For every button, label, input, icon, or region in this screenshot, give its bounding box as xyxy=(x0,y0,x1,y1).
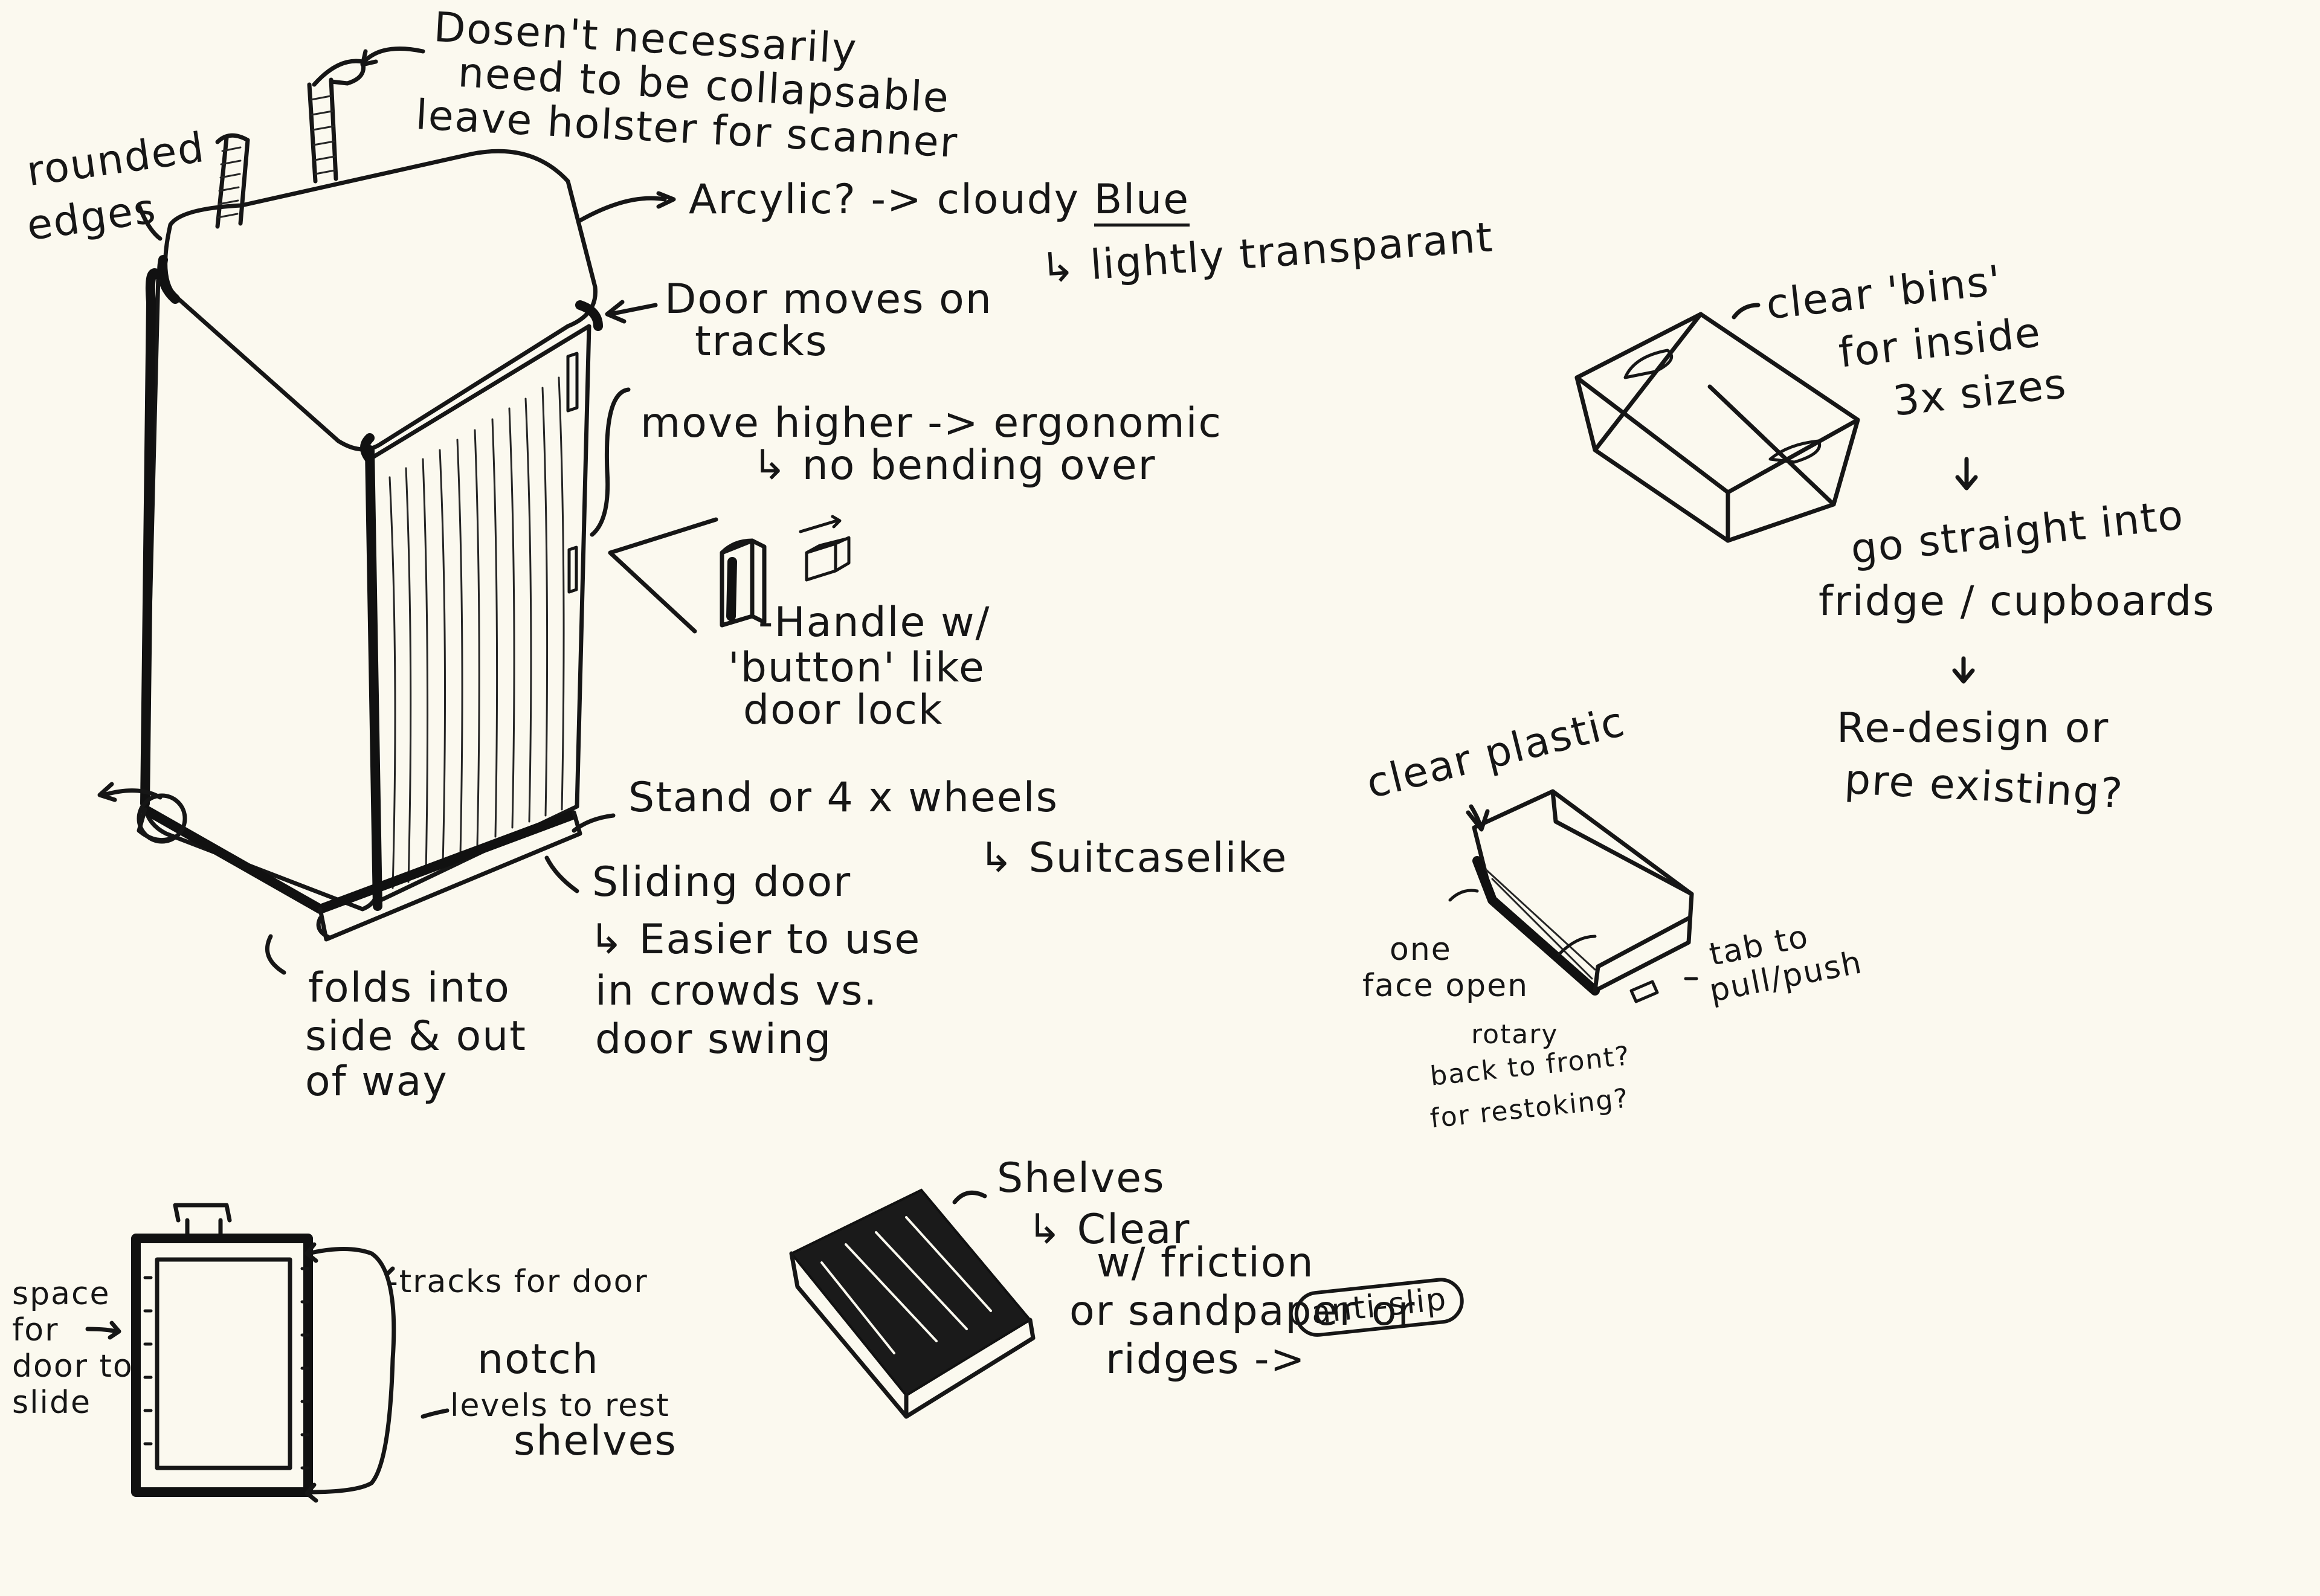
handle-height-2: ↳ no bending over xyxy=(752,442,1156,489)
tray-label-6: rotary xyxy=(1471,1019,1559,1050)
handle-lock-1: -Handle w/ xyxy=(758,599,991,646)
folds-arrow xyxy=(265,934,286,975)
shelf-sketch xyxy=(789,1188,1036,1419)
front-label-2: notch xyxy=(477,1336,599,1383)
handle-note-arrow xyxy=(360,47,425,67)
tray-label-2: one xyxy=(1390,932,1452,968)
tracks-arrow xyxy=(605,300,658,324)
rounded-arrow xyxy=(137,203,163,241)
sliding-label-4: door swing xyxy=(595,1015,833,1063)
handle-bracket xyxy=(590,387,631,537)
wheels-label-2: ↳ Suitcaselike xyxy=(979,834,1288,882)
space-label-2: for xyxy=(12,1312,59,1348)
material-blue: Blue xyxy=(1094,176,1190,227)
sliding-label-2: ↳ Easier to use xyxy=(589,916,921,964)
handle-lock-2: 'button' like xyxy=(728,644,985,692)
shelves-label-3: w/ friction xyxy=(1097,1239,1315,1287)
cart-handle xyxy=(215,59,366,229)
space-label-4: slide xyxy=(12,1385,91,1421)
sliding-easier: Easier to use xyxy=(639,916,921,964)
material-text: Arcylic? -> cloudy xyxy=(689,176,1080,224)
cart-sketch xyxy=(137,59,603,942)
shelves-clear: Clear xyxy=(1077,1206,1191,1253)
handle-height-2-text: no bending over xyxy=(802,442,1156,489)
front-view-sketch xyxy=(85,1203,450,1503)
wheels-label-1: Stand or 4 x wheels xyxy=(628,774,1058,822)
front-label-4: shelves xyxy=(514,1417,677,1465)
shelves-label-5: ridges -> xyxy=(1106,1336,1306,1383)
door-tracks-2: tracks xyxy=(695,318,828,365)
sliding-label-3: in crowds vs. xyxy=(595,967,878,1015)
wheels-arrow xyxy=(572,813,616,833)
space-label-1: space xyxy=(12,1276,111,1312)
folds-label-3: of way xyxy=(305,1058,448,1105)
handle-height-1: move higher -> ergonomic xyxy=(640,399,1222,447)
sliding-arrow xyxy=(544,855,579,893)
bins-sketch xyxy=(1574,303,1978,684)
handle-lock-3: door lock xyxy=(743,686,944,734)
bins-label-6: Re-design or xyxy=(1837,704,2110,752)
shelves-label-2: ↳ Clear xyxy=(1027,1206,1191,1253)
front-label-3: levels to rest xyxy=(450,1388,670,1424)
handle-detail-sketch xyxy=(720,515,851,628)
door-grain xyxy=(388,376,565,889)
sliding-label-1: Sliding door xyxy=(592,858,852,906)
lock-callout-lines xyxy=(608,517,718,634)
space-label-3: door to xyxy=(12,1348,134,1385)
shelves-label-1: Shelves xyxy=(997,1154,1165,1202)
bins-label-5: fridge / cupboards xyxy=(1819,578,2215,625)
door-tracks-1: Door moves on xyxy=(665,275,993,323)
material-label: Arcylic? -> cloudy Blue xyxy=(689,176,1190,227)
folds-label-1: folds into xyxy=(308,964,511,1012)
tray-sketch xyxy=(1448,789,1698,1003)
front-label-1: -tracks for door xyxy=(387,1264,648,1300)
wheels-suitcase: Suitcaselike xyxy=(1028,834,1288,882)
shelves-label-4: or sandpaper or xyxy=(1069,1287,1416,1335)
folds-label-2: side & out xyxy=(305,1012,527,1060)
wheel-arrow xyxy=(97,782,163,802)
tray-label-3: face open xyxy=(1362,968,1529,1004)
top-arrow xyxy=(578,191,676,223)
